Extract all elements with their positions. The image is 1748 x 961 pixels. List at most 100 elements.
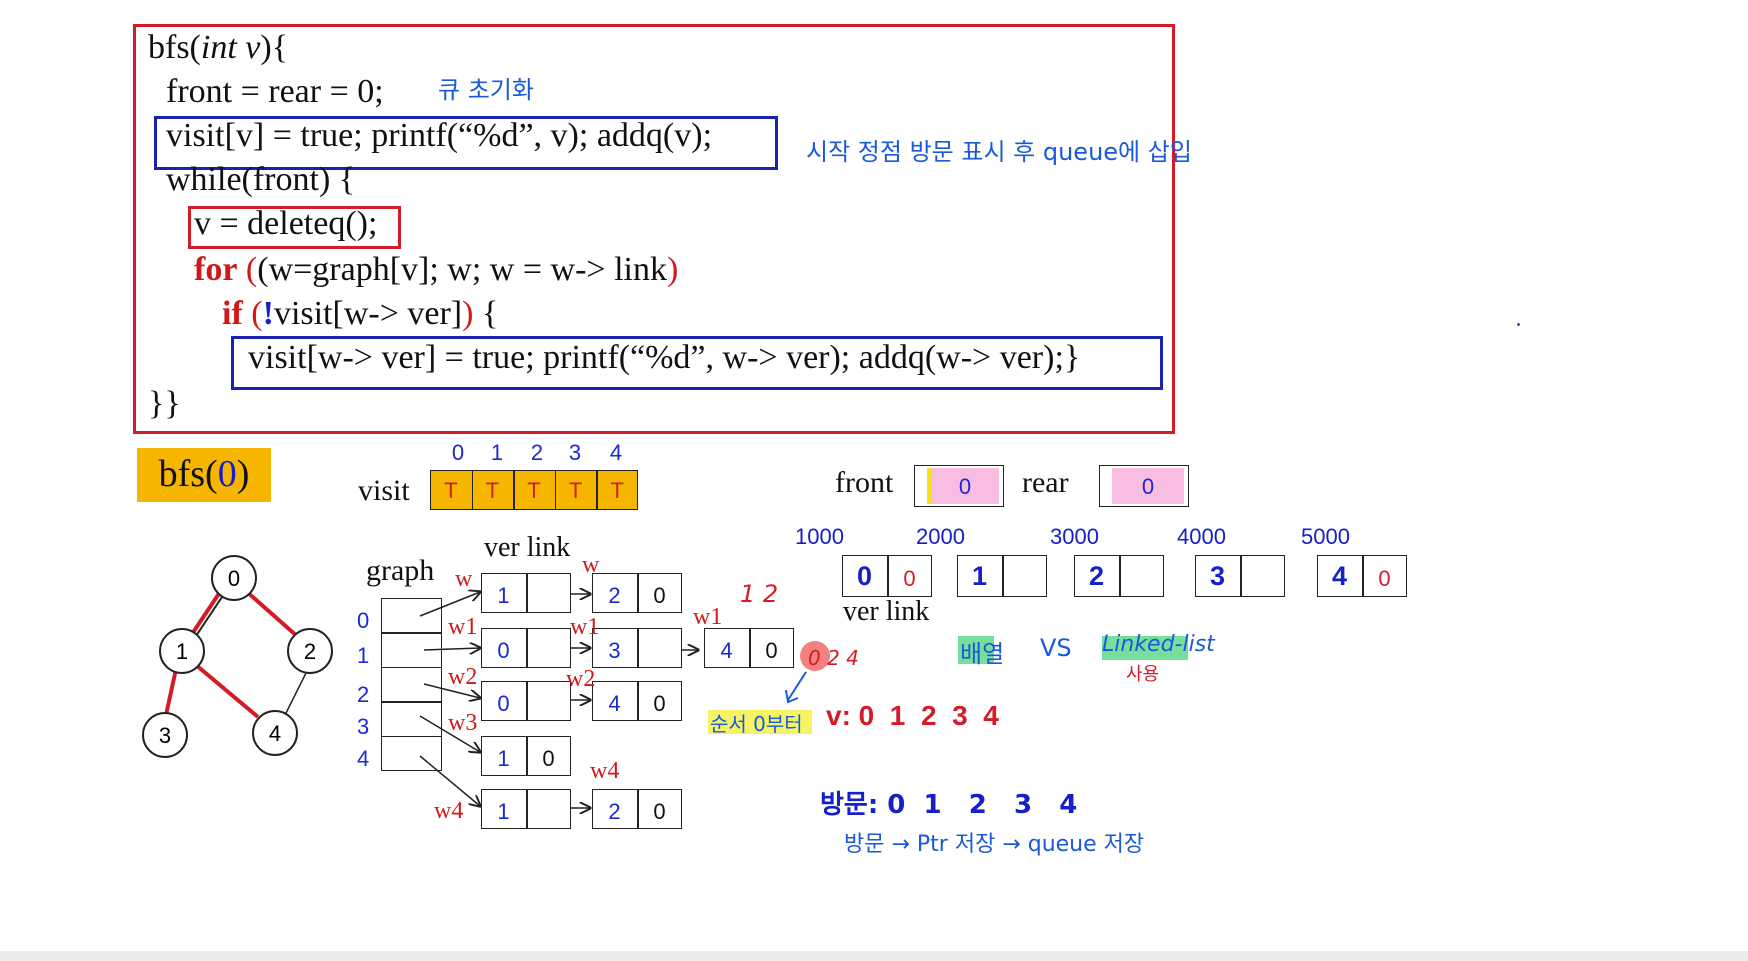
result-v: v: 0 1 2 3 4: [826, 700, 999, 731]
linked-node-ver: 1: [971, 561, 988, 591]
visit-cell: T: [444, 478, 458, 503]
use-annotation: 사용: [1126, 664, 1160, 685]
svg-text:1: 1: [176, 639, 188, 664]
graph-label: graph: [366, 554, 435, 587]
visit-then-annotation: 방문 → Ptr 저장 → queue 저장: [844, 832, 1145, 857]
edge-1-4: [194, 663, 260, 719]
adj-node-ver: 4: [720, 638, 733, 663]
linked-node-ver: 2: [1088, 561, 1105, 591]
adj-node-divider: [526, 789, 528, 829]
visit-index: 0: [451, 440, 465, 465]
w-label: w1: [693, 604, 723, 630]
ver-link-label: ver link: [484, 532, 571, 563]
edge-1-3: [164, 668, 178, 716]
graph-node-2: 2: [287, 628, 333, 674]
visit-cell: T: [485, 478, 500, 503]
linked-node-ver: 3: [1209, 561, 1226, 591]
code-line-1: bfs(int v){: [148, 29, 289, 66]
w-label: w2: [566, 666, 596, 692]
adj-node-ver: 1: [497, 583, 510, 608]
handwritten-1-2: 1 2: [740, 580, 779, 608]
adj-node-divider: [749, 628, 751, 668]
node-address: 2000: [916, 524, 965, 549]
adj-node-ver: 4: [608, 691, 621, 716]
code-line-6: for ((w=graph[v]; w; w = w-> link): [194, 251, 679, 288]
adj-node-ver: 1: [497, 746, 510, 771]
w-label: w4: [434, 798, 464, 824]
adj-node-divider: [637, 789, 639, 829]
order-from-zero: 순서 0부터: [710, 712, 803, 736]
adj-node-ver: 0: [497, 638, 510, 663]
front-value: 0: [958, 474, 972, 499]
svg-text:0: 0: [228, 566, 240, 591]
front-label: front: [835, 466, 894, 499]
adj-node-divider: [637, 628, 639, 668]
code-line-4: while(front) {: [166, 161, 356, 198]
rear-value: 0: [1141, 474, 1155, 499]
graph-index-label: 2: [357, 682, 370, 707]
w-label: w1: [570, 614, 600, 640]
node-address: 4000: [1177, 524, 1226, 549]
linked-node-link: 0: [1378, 566, 1391, 591]
linked-node-divider: [1002, 556, 1004, 596]
graph-index-label: 1: [357, 643, 370, 668]
adj-node-divider: [526, 628, 528, 668]
rear-label: rear: [1022, 466, 1069, 499]
w-label: w3: [448, 710, 478, 736]
node-address: 5000: [1301, 524, 1350, 549]
vs-annotation: VS: [1040, 634, 1072, 662]
adjacency-arrows: [419, 580, 700, 840]
graph-index-label: 4: [357, 746, 370, 771]
linked-node-ver: 4: [1331, 561, 1348, 591]
linked-node-divider: [1240, 556, 1242, 596]
node-address: 1000: [795, 524, 844, 549]
visit-cell: T: [610, 478, 624, 503]
node-address: 3000: [1050, 524, 1099, 549]
adj-node-ver: 2: [608, 799, 621, 824]
adj-node-link: 0: [653, 583, 666, 608]
visit-index: 2: [530, 440, 544, 465]
visit-index: 3: [568, 440, 582, 465]
w-label: w2: [448, 664, 478, 690]
graph-index-cell: [381, 667, 442, 703]
svg-text:2: 2: [304, 639, 316, 664]
adj-node-ver: 2: [608, 583, 621, 608]
deleteq-box: [188, 206, 401, 249]
visit-array: [430, 470, 638, 510]
graph-index-cell: [381, 598, 442, 633]
code-line-5: v = deleteq();: [194, 205, 378, 242]
adj-node-ver: 0: [497, 691, 510, 716]
result-visit: 방문: 0 1 2 3 4: [820, 790, 1078, 820]
code-line-7: if (!visit[w-> ver]) {: [222, 295, 499, 332]
red-marker-dot: [800, 641, 830, 671]
edge-2-4: [283, 668, 309, 718]
graph-index-label: 3: [357, 714, 370, 739]
adj-node-link: 0: [765, 638, 778, 663]
adj-node-link: 0: [653, 691, 666, 716]
visit-label: visit: [358, 474, 410, 507]
linkedlist-annotation: Linked-list: [1102, 632, 1215, 657]
visit-cell: T: [568, 478, 583, 503]
linked-node-ver: 0: [856, 561, 873, 591]
code-line-9: }}: [148, 385, 181, 422]
graph-node-0: 0: [211, 555, 257, 601]
adj-node-ver: 1: [497, 799, 510, 824]
order-highlight: [708, 710, 812, 734]
code-line-2: front = rear = 0;: [166, 73, 384, 110]
visit-cell: T: [527, 478, 541, 503]
adj-node-divider: [526, 736, 528, 776]
code-frame: [133, 24, 1175, 434]
annotation-arrow: [785, 671, 807, 704]
w-label: w4: [590, 758, 620, 784]
graph-index-cell: [381, 701, 442, 737]
visit-divider: [471, 471, 474, 509]
visit-index: 1: [490, 440, 504, 465]
adj-node-divider: [637, 573, 639, 613]
linked-ver-link-label: ver link: [843, 596, 930, 627]
front-box: 0: [914, 465, 1004, 507]
svg-text:3: 3: [159, 723, 171, 748]
adj-node-divider: [637, 681, 639, 721]
code-line-3: visit[v] = true; printf(“%d”, v); addq(v…: [166, 117, 713, 154]
visit-divider: [513, 471, 515, 509]
start-visit-annotation: 시작 정점 방문 표시 후 queue에 삽입: [806, 138, 1192, 166]
